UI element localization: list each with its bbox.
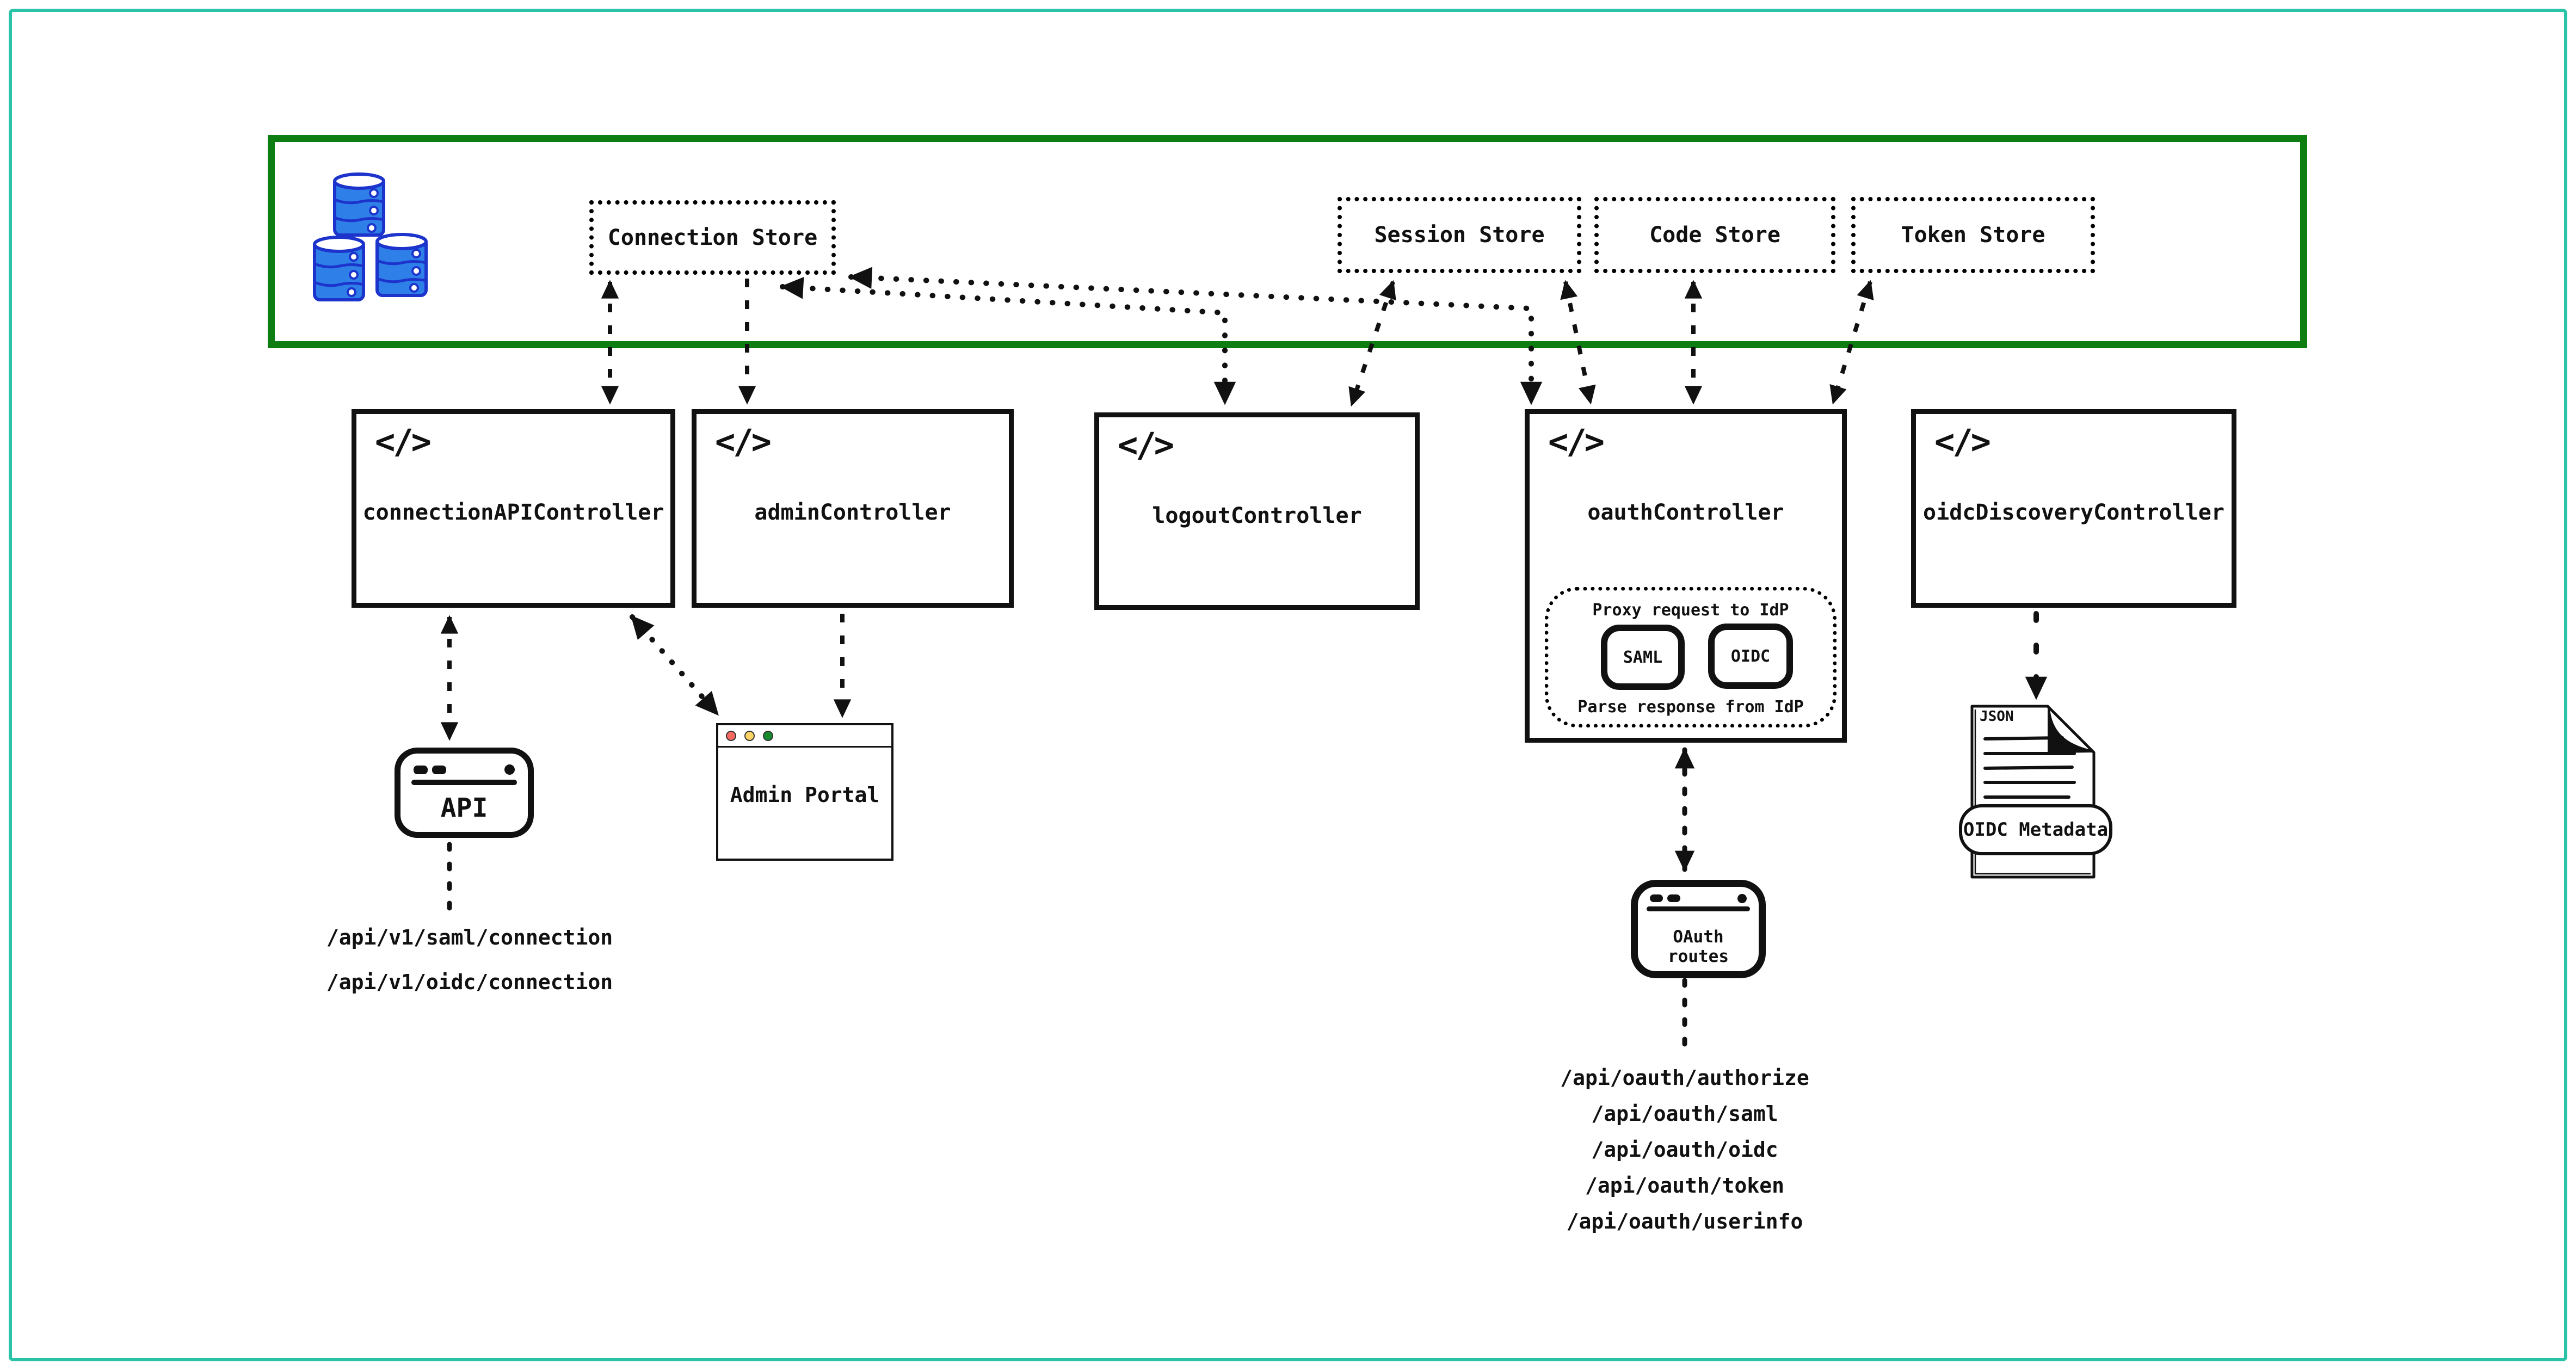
code-icon: </> xyxy=(1934,422,1991,461)
traffic-light-green-icon xyxy=(763,731,773,741)
admin-controller-box: </> adminController xyxy=(692,409,1014,608)
oidc-protocol-box: OIDC xyxy=(1708,624,1793,689)
arrow-token-store-oauth-controller xyxy=(1829,280,1874,405)
admin-portal-window: Admin Portal xyxy=(716,723,893,861)
code-store-box: Code Store xyxy=(1594,197,1835,273)
window-dot xyxy=(432,766,446,774)
connection-api-controller-box: </> connectionAPIController xyxy=(352,409,675,608)
traffic-light-red-icon xyxy=(726,731,736,741)
token-store-box: Token Store xyxy=(1851,197,2095,273)
connection-api-controller-label: connectionAPIController xyxy=(362,500,664,525)
oauth-route-path: /api/oauth/token xyxy=(1585,1174,1785,1198)
oauth-route-path: /api/oauth/oidc xyxy=(1591,1138,1778,1162)
window-dot xyxy=(504,764,515,775)
admin-portal-label: Admin Portal xyxy=(730,783,880,807)
connection-store-label: Connection Store xyxy=(607,225,818,250)
window-dot xyxy=(1667,894,1680,902)
saml-protocol-box: SAML xyxy=(1601,625,1685,690)
idp-proxy-group: Proxy request to IdP SAML OIDC Parse res… xyxy=(1545,587,1837,727)
admin-controller-label: adminController xyxy=(754,500,951,525)
oidc-metadata-label: OIDC Metadata xyxy=(1963,819,2109,841)
json-file-type-label: JSON xyxy=(1980,708,2014,725)
logout-controller-box: </> logoutController xyxy=(1094,412,1420,610)
logout-controller-label: logoutController xyxy=(1152,503,1362,528)
arrow-connection-store-oauth-controller xyxy=(848,267,1543,405)
saml-label: SAML xyxy=(1623,647,1663,667)
oidc-metadata-band: OIDC Metadata xyxy=(1959,804,2112,855)
api-route-path: /api/v1/oidc/connection xyxy=(326,970,613,994)
proxy-request-label: Proxy request to IdP xyxy=(1592,601,1789,620)
page-border xyxy=(9,9,2567,1361)
api-route-path: /api/v1/saml/connection xyxy=(326,925,613,949)
arrow-connection-store-logout-controller xyxy=(780,277,1236,405)
session-store-label: Session Store xyxy=(1374,223,1545,248)
code-icon: </> xyxy=(1548,422,1605,461)
token-store-label: Token Store xyxy=(1901,223,2045,248)
code-icon: </> xyxy=(1118,425,1174,465)
window-dot xyxy=(1737,894,1747,903)
api-window: API xyxy=(395,748,534,838)
admin-portal-titlebar xyxy=(718,725,891,748)
window-bar xyxy=(411,780,517,785)
code-store-label: Code Store xyxy=(1649,223,1780,248)
api-window-label: API xyxy=(440,793,488,823)
oauth-route-path: /api/oauth/userinfo xyxy=(1566,1209,1803,1233)
parse-response-label: Parse response from IdP xyxy=(1577,698,1804,717)
oidc-discovery-controller-label: oidcDiscoveryController xyxy=(1923,500,2224,525)
oidc-label: OIDC xyxy=(1730,646,1771,666)
code-icon: </> xyxy=(375,422,432,461)
arrow-session-store-logout-controller xyxy=(1348,280,1396,407)
arrow-session-store-oauth-controller xyxy=(1560,280,1596,405)
traffic-light-yellow-icon xyxy=(744,731,755,741)
oauth-routes-window: OAuth routes xyxy=(1631,880,1766,978)
window-dot xyxy=(414,766,428,774)
oauth-route-path: /api/oauth/saml xyxy=(1591,1102,1778,1126)
connection-store-box: Connection Store xyxy=(589,200,836,275)
window-dot xyxy=(1650,894,1663,902)
oauth-route-path: /api/oauth/authorize xyxy=(1560,1066,1809,1090)
arrow-connection-api-admin-portal xyxy=(630,614,720,717)
oauth-routes-label: OAuth routes xyxy=(1668,927,1729,966)
database-stack-icon xyxy=(313,172,428,301)
code-icon: </> xyxy=(715,422,772,461)
oauth-controller-box: </> oauthController Proxy request to IdP… xyxy=(1525,409,1847,743)
oauth-controller-label: oauthController xyxy=(1587,500,1784,525)
oidc-discovery-controller-box: </> oidcDiscoveryController xyxy=(1911,409,2236,608)
window-bar xyxy=(1647,906,1750,911)
